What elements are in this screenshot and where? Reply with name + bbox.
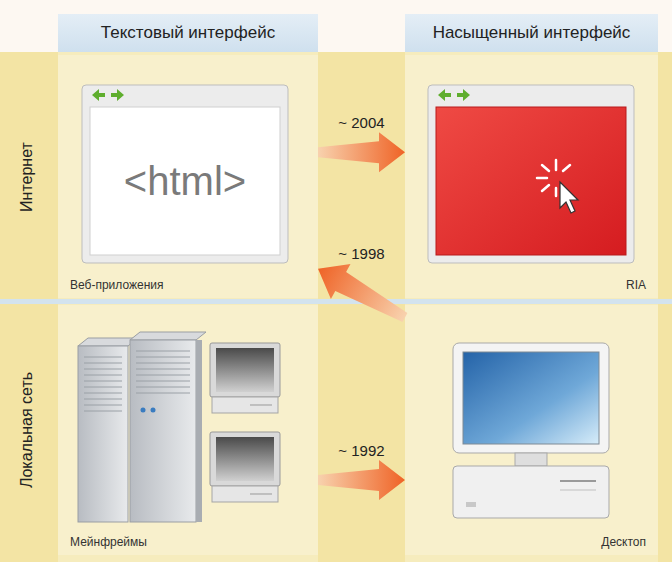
header-text: Интернет <box>18 142 36 212</box>
cell-caption: Веб-приложения <box>70 278 164 292</box>
cell-caption: Десктоп <box>601 535 646 549</box>
quadrant-cell: Десктоп <box>405 305 658 555</box>
quadrant-cell: RIA <box>405 55 658 298</box>
screen-text: <html> <box>124 159 246 204</box>
year-label: ~ 2004 <box>335 114 387 131</box>
header-text: Локальная сеть <box>18 372 36 488</box>
header-text: Насыщенный интерфейс <box>433 23 631 43</box>
header-text: Текстовый интерфейс <box>101 23 275 43</box>
column-header: Насыщенный интерфейс <box>405 14 658 52</box>
year-label: ~ 1998 <box>335 245 387 262</box>
year-label: ~ 1992 <box>335 442 387 459</box>
cell-caption: RIA <box>626 278 646 292</box>
timeline-arrow <box>318 264 407 322</box>
timeline-arrow <box>318 132 405 172</box>
timeline-arrow <box>318 460 405 500</box>
cell-caption: Мейнфреймы <box>70 535 147 549</box>
row-header: Локальная сеть <box>0 305 54 555</box>
quadrant-cell: Мейнфреймы <box>58 305 318 555</box>
row-header: Интернет <box>0 55 54 298</box>
column-header: Текстовый интерфейс <box>58 14 318 52</box>
